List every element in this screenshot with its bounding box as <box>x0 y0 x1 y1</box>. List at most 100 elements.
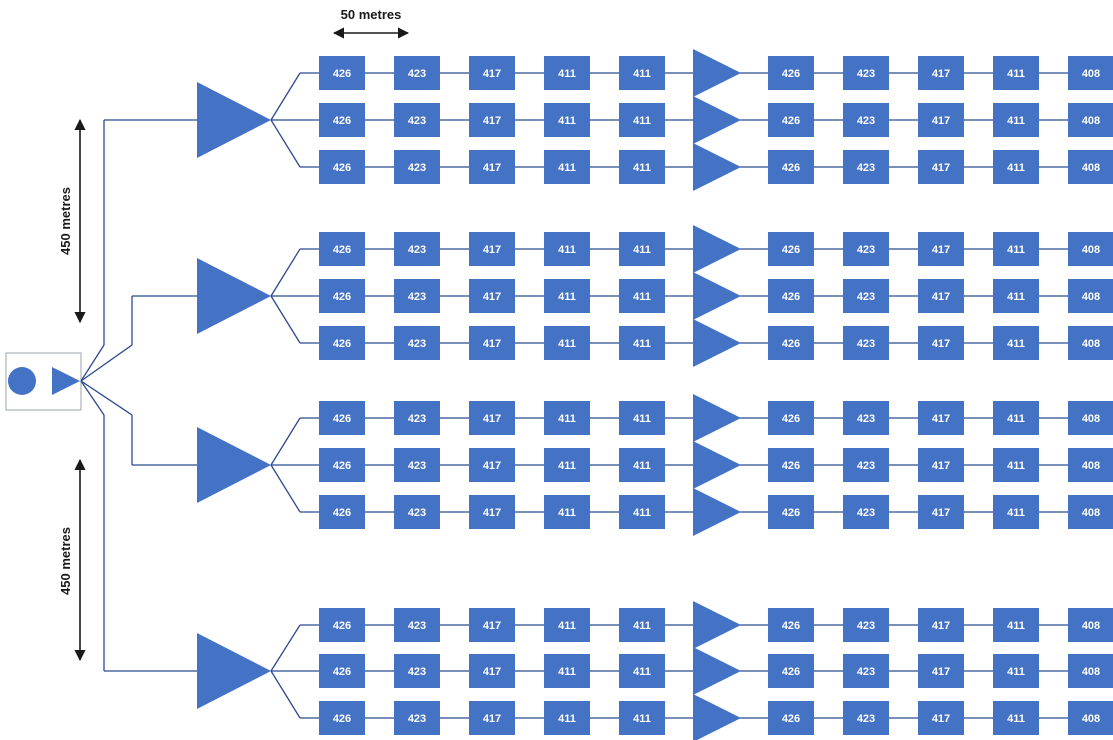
node-box <box>544 448 590 482</box>
node-box <box>319 232 365 266</box>
node-label: 417 <box>932 115 950 127</box>
node-label: 408 <box>1082 507 1100 519</box>
node-label: 411 <box>1007 713 1025 725</box>
node-label: 426 <box>782 115 800 127</box>
node-box <box>544 654 590 688</box>
node-label: 417 <box>932 338 950 350</box>
node-label: 408 <box>1082 162 1100 174</box>
node-label: 423 <box>857 162 875 174</box>
node-label: 411 <box>558 291 576 303</box>
node-box <box>843 495 889 529</box>
node-box <box>469 654 515 688</box>
node-label: 423 <box>408 291 426 303</box>
row-feed-line <box>270 119 301 168</box>
row-feed-line <box>270 624 301 672</box>
node-box <box>319 654 365 688</box>
node-box <box>918 326 964 360</box>
node-box <box>619 401 665 435</box>
node-box <box>394 103 440 137</box>
source-circle <box>8 367 36 395</box>
node-box <box>619 103 665 137</box>
node-label: 411 <box>633 666 651 678</box>
row-feed-line <box>270 248 301 297</box>
node-label: 417 <box>932 162 950 174</box>
node-box <box>394 232 440 266</box>
node-box <box>319 56 365 90</box>
group-splitter-triangle <box>197 427 271 503</box>
node-label: 408 <box>1082 620 1100 632</box>
node-label: 411 <box>558 620 576 632</box>
node-box <box>993 401 1039 435</box>
source-triangle <box>52 367 80 395</box>
source-unit <box>5 352 82 411</box>
node-label: 411 <box>558 115 576 127</box>
node-label: 417 <box>932 244 950 256</box>
node-box <box>319 608 365 642</box>
node-box <box>918 701 964 735</box>
inline-amplifier-triangle <box>693 694 741 740</box>
node-label: 417 <box>483 713 501 725</box>
node-box <box>469 232 515 266</box>
node-label: 411 <box>1007 413 1025 425</box>
node-label: 426 <box>333 338 351 350</box>
node-box <box>918 103 964 137</box>
node-box <box>1068 654 1113 688</box>
node-label: 411 <box>633 244 651 256</box>
node-label: 411 <box>558 413 576 425</box>
node-box <box>394 401 440 435</box>
node-box <box>918 654 964 688</box>
row-feed-line <box>270 464 301 513</box>
node-label: 411 <box>633 507 651 519</box>
node-box <box>843 56 889 90</box>
splitters <box>197 49 741 740</box>
node-label: 411 <box>1007 507 1025 519</box>
node-box <box>918 608 964 642</box>
node-box <box>843 232 889 266</box>
node-label: 426 <box>782 713 800 725</box>
node-label: 426 <box>782 291 800 303</box>
node-box <box>319 448 365 482</box>
node-label: 408 <box>1082 68 1100 80</box>
node-label: 417 <box>483 338 501 350</box>
node-label: 408 <box>1082 666 1100 678</box>
node-box <box>1068 56 1113 90</box>
node-box <box>768 150 814 184</box>
source-branch-line <box>80 380 105 416</box>
node-box <box>469 103 515 137</box>
node-label: 426 <box>333 507 351 519</box>
node-grid: 426 423 417 411 411 426 423 417 411 408 426 423 417 4… <box>319 56 1113 735</box>
node-box <box>544 495 590 529</box>
node-label: 411 <box>558 666 576 678</box>
node-box <box>1068 448 1113 482</box>
inline-amplifier-triangle <box>693 601 741 649</box>
dimension-vertical-bottom: 450 metres <box>58 458 86 662</box>
node-box <box>768 326 814 360</box>
node-box <box>394 608 440 642</box>
node-box <box>619 56 665 90</box>
node-label: 423 <box>408 620 426 632</box>
node-label: 423 <box>857 244 875 256</box>
node-box <box>619 150 665 184</box>
node-label: 411 <box>633 620 651 632</box>
node-label: 426 <box>782 338 800 350</box>
node-box <box>993 279 1039 313</box>
node-box <box>544 150 590 184</box>
node-label: 426 <box>782 460 800 472</box>
node-label: 411 <box>558 507 576 519</box>
node-box <box>843 401 889 435</box>
node-label: 417 <box>483 291 501 303</box>
node-label: 423 <box>408 115 426 127</box>
node-label: 417 <box>483 68 501 80</box>
node-box <box>993 103 1039 137</box>
node-label: 417 <box>483 162 501 174</box>
node-box <box>394 495 440 529</box>
node-box <box>1068 232 1113 266</box>
node-label: 423 <box>408 713 426 725</box>
inline-amplifier-triangle <box>693 49 741 97</box>
node-label: 411 <box>1007 68 1025 80</box>
node-box <box>544 326 590 360</box>
node-label: 426 <box>333 162 351 174</box>
node-box <box>768 279 814 313</box>
node-label: 408 <box>1082 713 1100 725</box>
